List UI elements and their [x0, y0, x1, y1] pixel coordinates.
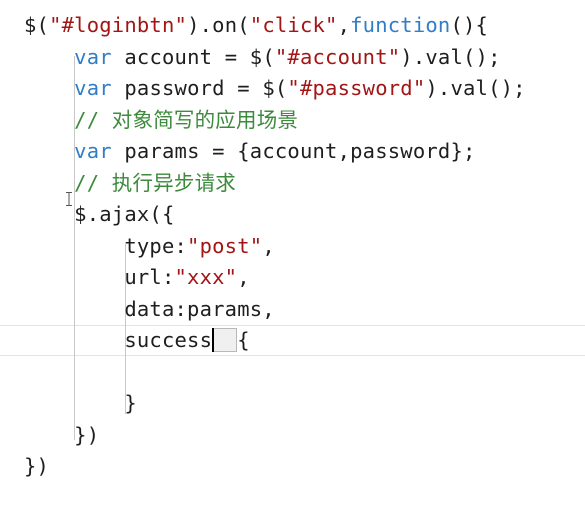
code-token: url:: [24, 265, 175, 289]
code-token: ).on(: [187, 13, 250, 37]
keyword-token: var: [74, 76, 112, 100]
keyword-token: var: [74, 45, 112, 69]
code-token: ,: [237, 265, 250, 289]
comment-token: // 执行异步请求: [74, 171, 236, 195]
code-token: }: [24, 391, 137, 415]
code-token: ,: [262, 234, 275, 258]
code-line[interactable]: data:params,: [24, 294, 275, 325]
code-line[interactable]: }): [24, 420, 99, 451]
code-line[interactable]: }: [24, 388, 137, 419]
current-line-highlight: [0, 325, 585, 356]
code-line[interactable]: }): [24, 451, 49, 482]
code-token: }): [24, 423, 100, 447]
code-token: data:params,: [24, 297, 275, 321]
code-line[interactable]: var account = $("#account").val();: [24, 42, 501, 73]
code-token: [24, 76, 74, 100]
code-token: success: [24, 328, 213, 352]
code-line[interactable]: url:"xxx",: [24, 262, 250, 293]
code-line[interactable]: $("#loginbtn").on("click",function(){: [24, 10, 488, 41]
code-token: [24, 45, 74, 69]
string-token: "xxx": [174, 265, 238, 289]
keyword-token: var: [74, 139, 112, 163]
code-line[interactable]: var params = {account,password};: [24, 136, 476, 167]
code-line[interactable]: type:"post",: [24, 231, 275, 262]
code-token: $(: [24, 13, 50, 37]
bracket-match-highlight: [213, 328, 237, 352]
code-token: password = $(: [111, 76, 288, 100]
code-token: ).val();: [425, 76, 526, 100]
string-token: "post": [187, 234, 263, 258]
code-token: params = {account,password};: [111, 139, 476, 163]
code-line[interactable]: // 执行异步请求: [24, 168, 236, 199]
code-line[interactable]: $.ajax({: [24, 199, 175, 230]
code-token: (){: [450, 13, 489, 37]
string-token: "click": [249, 13, 338, 37]
string-token: "#password": [287, 76, 426, 100]
code-token: }): [24, 454, 50, 478]
code-line[interactable]: var password = $("#password").val();: [24, 73, 526, 104]
code-token: type:: [24, 234, 188, 258]
code-token: [24, 108, 74, 132]
code-token: [24, 139, 74, 163]
comment-token: // 对象简写的应用场景: [74, 108, 299, 132]
ibeam-cursor-icon: [66, 192, 72, 206]
code-line[interactable]: // 对象简写的应用场景: [24, 105, 298, 136]
indent-guide-inner: [125, 244, 126, 414]
keyword-token: function: [350, 13, 451, 37]
code-token: $.ajax({: [24, 202, 175, 226]
code-token: ,: [337, 13, 351, 37]
code-token: {: [237, 328, 250, 352]
code-token: ).val();: [400, 45, 501, 69]
string-token: "#account": [274, 45, 401, 69]
string-token: "#loginbtn": [49, 13, 188, 37]
indent-guide-outer: [74, 56, 75, 440]
code-token: account = $(: [111, 45, 275, 69]
text-cursor: [212, 328, 214, 352]
